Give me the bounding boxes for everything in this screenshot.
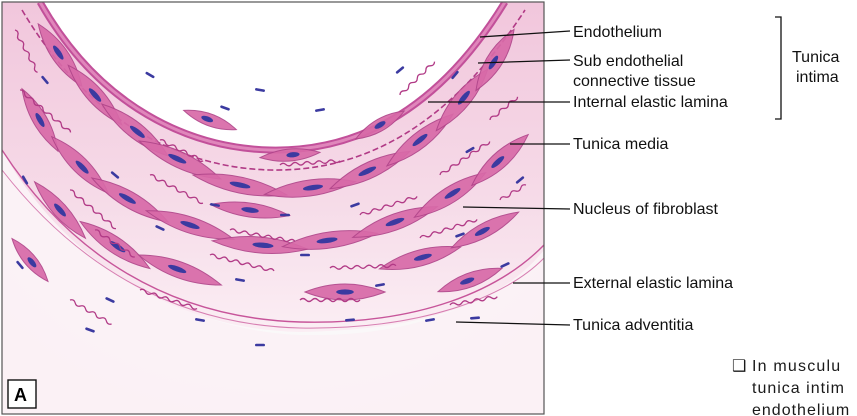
fibroblast-nucleus [280,214,290,217]
label-nucleus-of-fibroblast: Nucleus of fibroblast [573,201,719,218]
histology-panel [2,2,544,414]
label-endothelium: Endothelium [573,24,662,41]
label-internal-elastic-lamina: Internal elastic lamina [573,94,728,111]
side-note-line2: tunica intim [752,380,845,397]
bracket-label-line1: Tunica [792,49,840,66]
cell-nucleus [336,289,354,294]
label-external-elastic-lamina: External elastic lamina [573,275,733,292]
label-subendothelial-1: Sub endothelial [573,53,683,70]
tunica-intima-bracket: Tunica intima [775,17,840,119]
side-note-bullet: ❑ [732,358,746,375]
structure-labels: Endothelium Sub endothelial connective t… [573,24,733,334]
side-note-line1: In musculu [752,358,841,375]
side-note-line3: endothelium [752,402,850,416]
panel-letter: A [14,385,27,405]
label-subendothelial-2: connective tissue [573,73,696,90]
label-tunica-media: Tunica media [573,136,669,153]
bracket-label-line2: intima [796,69,839,86]
fibroblast-nucleus [300,254,310,257]
label-tunica-adventitia: Tunica adventitia [573,317,693,334]
side-note: ❑ In musculu tunica intim endothelium [732,358,850,416]
panel-letter-box: A [8,380,36,408]
fibroblast-nucleus [255,344,265,347]
